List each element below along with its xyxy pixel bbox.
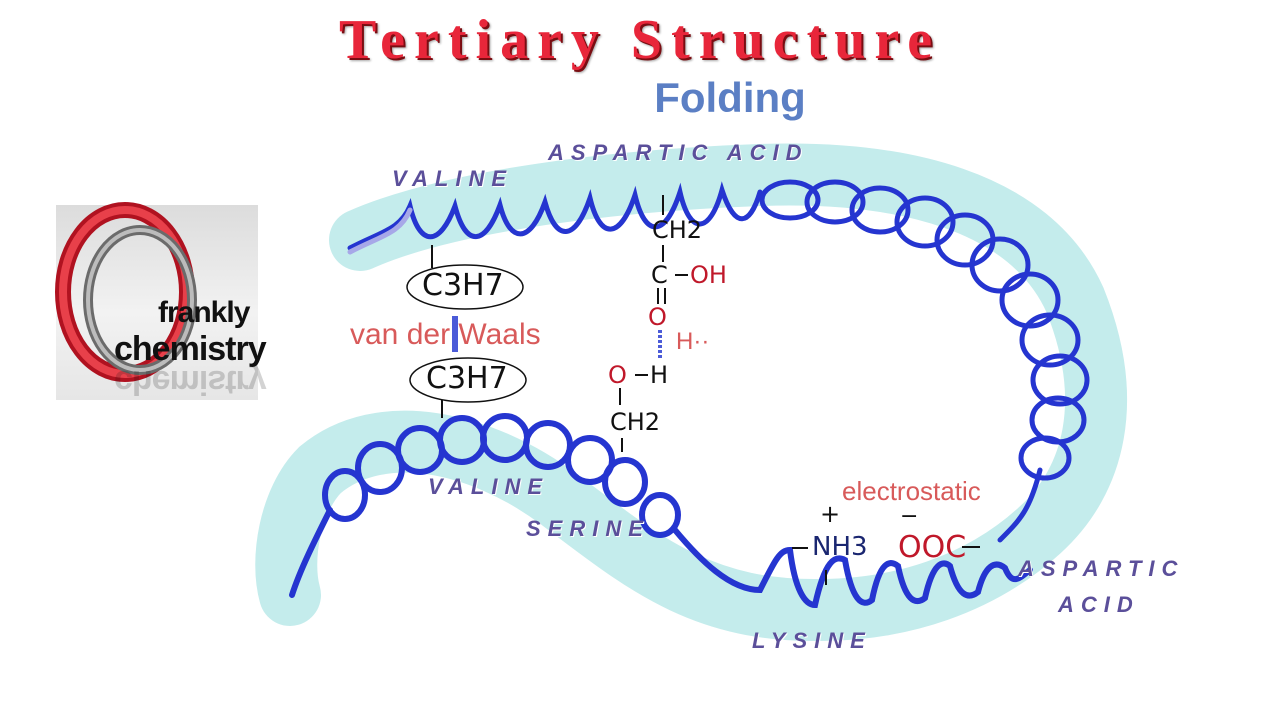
ribbon-background (255, 143, 1128, 642)
helix-top-wave (347, 181, 763, 251)
page-subtitle: Folding (654, 74, 806, 121)
chem-carboxyl-oh: OH (690, 261, 727, 289)
label-aspartic-right-2: ACID (1058, 592, 1140, 617)
label-electrostatic: electrostatic (842, 476, 981, 506)
helix-bottom-coils (322, 413, 681, 538)
chem-serine-o: O (608, 361, 627, 389)
chem-carboxyl-c: C (651, 261, 668, 289)
helix-top-coils (759, 179, 1090, 481)
label-valine-bottom: VALINE (428, 474, 550, 499)
label-hydrogen: H·· (676, 328, 710, 355)
logo-line2-reflection: chemistry (114, 363, 266, 401)
helix-bottom-tail (289, 507, 333, 598)
logo-line2: chemistry (114, 330, 267, 368)
chem-c3h7-bottom: C3H7 (426, 361, 508, 396)
label-van-der-waals: van der Waals (350, 318, 541, 351)
label-valine-top: VALINE (392, 166, 514, 191)
logo-line1: frankly (158, 296, 250, 329)
chem-ammonium: NH3 (812, 532, 868, 562)
label-aspartic-top: ASPARTIC ACID (548, 140, 809, 165)
page-title: Tertiary Structure (338, 9, 942, 71)
c3h7-bottom-ellipse (409, 357, 527, 403)
label-lysine: LYSINE (752, 628, 872, 653)
chem-oh-text: OH (690, 261, 727, 289)
c3h7-top-ellipse (406, 264, 524, 310)
chem-carboxylate: OOC (898, 530, 967, 565)
chem-carboxylate-charge: − (900, 504, 919, 529)
chem-ammonium-charge: + (820, 500, 841, 528)
chem-serine-h: H (650, 361, 669, 389)
helix-top-wave-faint (347, 207, 413, 255)
logo-ring-icon (55, 202, 197, 382)
label-aspartic-right-1: ASPARTIC (1018, 556, 1185, 581)
chem-carboxyl-o: O (648, 303, 667, 331)
label-serine: SERINE (526, 516, 650, 541)
vdw-interaction-marker (452, 316, 458, 352)
chem-ch2-top: CH2 (652, 216, 703, 244)
helix-right-descend (997, 467, 1043, 543)
chem-c3h7-top: C3H7 (422, 268, 504, 303)
chem-ch2-bottom: CH2 (610, 408, 661, 436)
helix-bottom-wave (672, 527, 1033, 609)
